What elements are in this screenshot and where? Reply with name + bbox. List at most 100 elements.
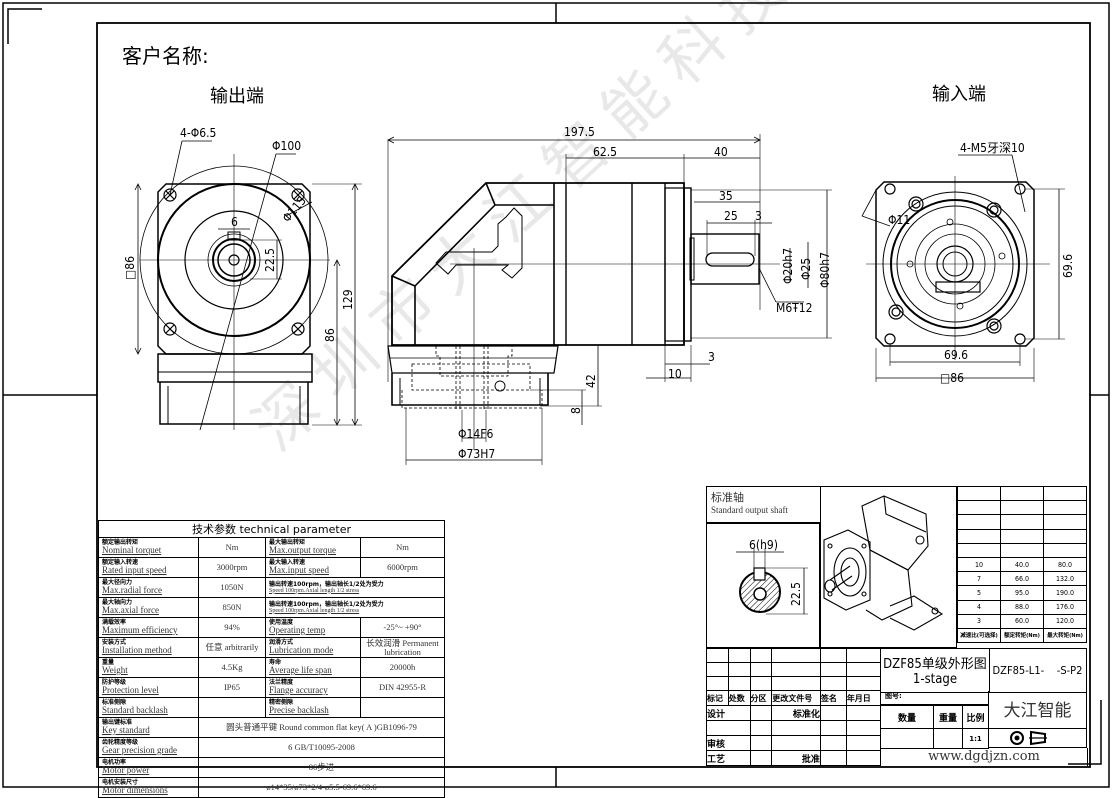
key-width-label: 6	[231, 215, 238, 229]
ratio-cell	[1043, 485, 1087, 502]
revision-header: 更改文件号	[771, 690, 821, 706]
param-value: 86步进	[198, 757, 445, 778]
param-value: 850N	[198, 597, 266, 618]
param-value	[198, 697, 266, 718]
param-label-en: Motor power	[102, 765, 150, 775]
ratio-cell	[1043, 500, 1087, 516]
param-label-cn: 最大输出转矩	[269, 539, 306, 546]
param-value: 4.5Kg	[198, 657, 266, 678]
qty-label: 数量	[881, 705, 934, 729]
rated-torque-header: 额定转矩(Nm)	[1000, 627, 1044, 643]
param-label-cn: 重量	[102, 659, 115, 666]
revision-header: 签名	[819, 690, 847, 706]
ratio-cell: 3	[957, 613, 1001, 629]
tech-table-title: 技术参数 technical parameter	[98, 520, 445, 538]
param-label-en: Protection level	[102, 685, 159, 695]
ratio-cell	[1043, 528, 1087, 544]
param-label-cn: 额定输入转速	[102, 559, 139, 566]
ratio-cell	[1000, 542, 1044, 558]
standard-shaft-title-cn: 标准轴	[711, 491, 744, 504]
square-label: □86	[123, 256, 137, 280]
ratio-cell	[1000, 528, 1044, 544]
hole-callout: 4-Φ6.5	[180, 126, 216, 140]
param-label-cn: 额定输出转矩	[102, 539, 139, 546]
input-height-label: 42	[584, 374, 598, 388]
customer-name-label: 客户名称:	[122, 44, 209, 68]
max-torque-header: 最大转矩(Nm)	[1043, 627, 1087, 643]
website-link[interactable]: www.dgdjzn.com	[881, 748, 1088, 766]
scale-label: 比例	[962, 705, 989, 729]
thread-label: M6Ŧ12	[776, 301, 813, 315]
param-label-cn: 寿命	[269, 659, 282, 666]
param-label-cn: 最大轴向力	[102, 599, 133, 606]
ratio-cell: 190.0	[1043, 585, 1087, 601]
thread-callout: 4-M5牙深10	[960, 141, 1025, 155]
param-label-cn: 使用温度	[269, 619, 294, 626]
param-label-en: Operating temp	[269, 625, 326, 635]
side-view: 197.5 62.5 40 35 25 3 Φ20h7 Φ25 Φ80h7 M6…	[387, 125, 832, 465]
param-label-cn: 电机安装尺寸	[102, 779, 139, 786]
flange-width-label: 10	[668, 367, 682, 381]
ratio-cell: 176.0	[1043, 599, 1087, 615]
revision-header: 年月日	[845, 690, 882, 706]
param-label-en: Standard backlash	[102, 705, 168, 715]
param-value: ø14*35/ø73*2/4-ø5.5-69.6*69.6	[198, 777, 445, 798]
shaft-length-label: 40	[714, 145, 728, 159]
key-dia-label: Φ25	[799, 258, 813, 280]
review-label: 审核	[706, 735, 751, 751]
param-label-en: Speed 100rpm.Axial length 1/2 stress	[269, 587, 360, 594]
ratio-cell: 88.0	[1000, 599, 1044, 615]
param-label-en: Max.output torque	[269, 545, 336, 555]
param-label-en: Flange accuracy	[269, 685, 328, 695]
param-label-en: Max.input speed	[269, 565, 329, 575]
hole-dia-label: Φ11	[888, 213, 910, 227]
ratio-cell	[957, 485, 1001, 502]
input-bore-label: Φ14F6	[458, 427, 493, 441]
stage-label: 1-stage	[912, 672, 958, 687]
param-label-cn: 安装方式	[102, 639, 127, 646]
param-label-cn: 防护等级	[102, 679, 127, 686]
param-value: 3000rpm	[198, 557, 266, 578]
param-value: 94%	[198, 617, 266, 638]
ratio-cell	[1000, 514, 1044, 530]
param-label-cn: 输出转速100rpm，输出轴长1/2处为受力	[269, 580, 384, 588]
ratio-cell: 5	[957, 585, 1001, 601]
param-label-cn: 输出转速100rpm，输出轴长1/2处为受力	[269, 600, 384, 608]
param-label-en: Weight	[102, 665, 128, 675]
ratio-cell: 120.0	[1043, 613, 1087, 629]
param-label-cn: 满载效率	[102, 619, 127, 626]
output-end-view: 4-Φ6.5 Φ100 Φ115 6 22.5 □86 129 86	[123, 126, 362, 431]
param-label-en: Rated input speed	[102, 565, 167, 575]
ratio-cell	[957, 514, 1001, 530]
projection-symbol-icon	[989, 728, 1087, 748]
company-name: 大江智能	[989, 691, 1087, 729]
param-value-2: Nm	[360, 537, 445, 558]
design-label: 设计	[706, 705, 751, 721]
standardize-label: 标准化	[771, 705, 821, 721]
param-label-cn: 齿轮精度等级	[102, 739, 139, 746]
ratio-cell: 95.0	[1000, 585, 1044, 601]
param-value-2: 20000h	[360, 657, 445, 678]
